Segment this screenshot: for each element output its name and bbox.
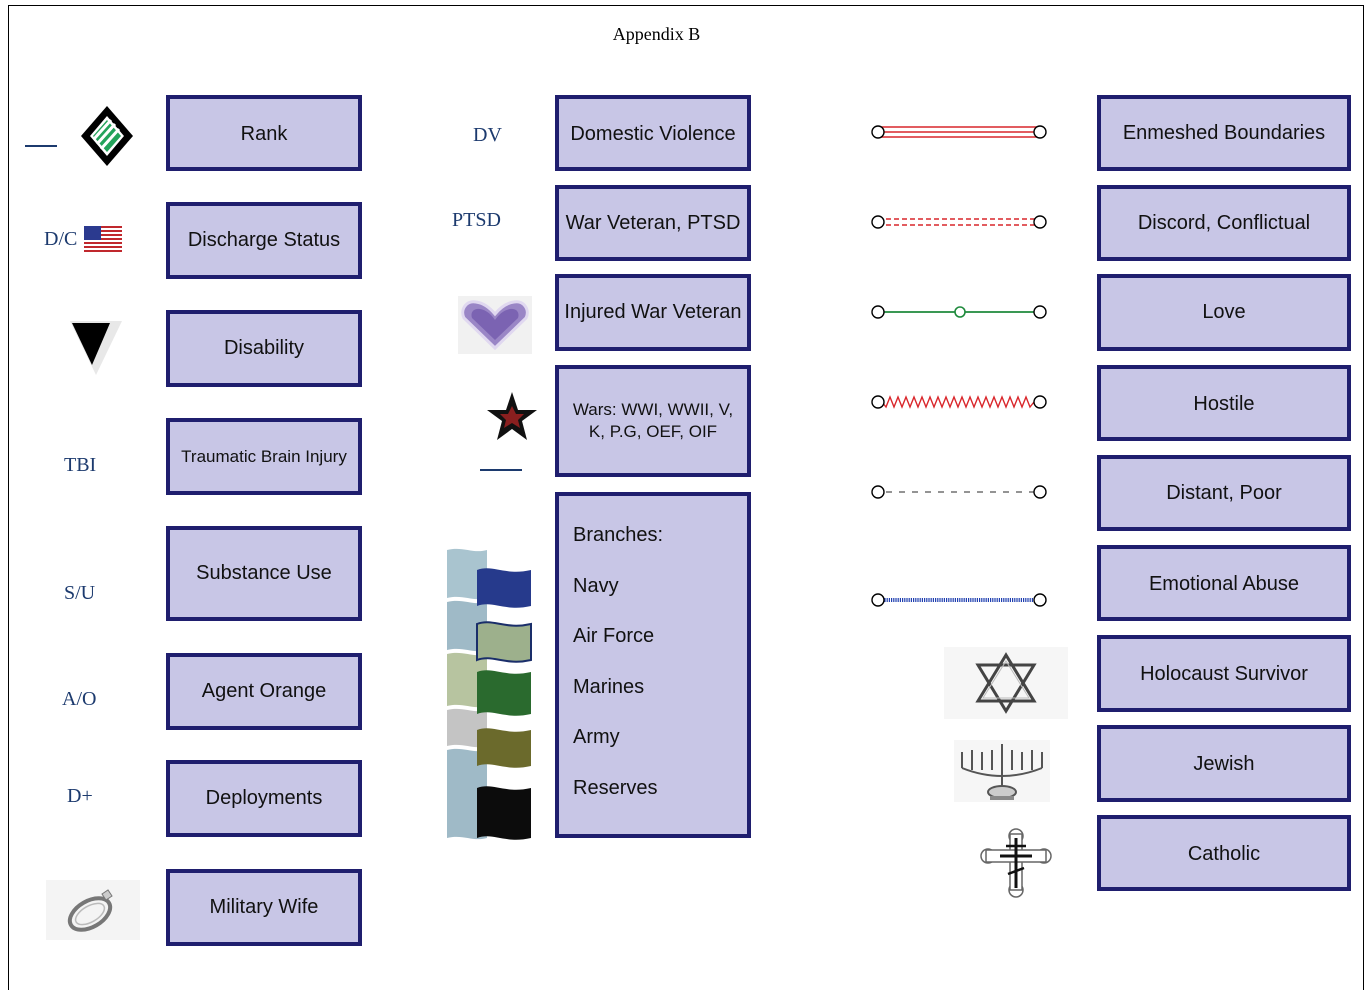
legend-box-military-wife: Military Wife <box>166 869 362 946</box>
abbr-ptsd: PTSD <box>452 209 501 231</box>
legend-box-agent-orange: Agent Orange <box>166 653 362 730</box>
star-of-david-icon <box>944 647 1068 719</box>
branches-heading: Branches: <box>573 524 664 546</box>
blue-coil-line <box>871 593 1047 607</box>
purple-heart-icon <box>458 296 532 354</box>
legend-box-distant-poor: Distant, Poor <box>1097 455 1351 531</box>
legend-box-war-veteran-ptsd: War Veteran, PTSD <box>555 185 751 261</box>
menorah-icon <box>954 740 1050 802</box>
legend-box-enmeshed-boundaries: Enmeshed Boundaries <box>1097 95 1351 171</box>
green-line-with-node <box>871 305 1047 319</box>
legend-box-deployments: Deployments <box>166 760 362 837</box>
branch-marines: Marines <box>573 675 645 698</box>
legend-box-traumatic-brain-injury: Traumatic Brain Injury <box>166 418 362 495</box>
branch-flags-icon <box>447 548 532 840</box>
legend-box-injured-war-veteran: Injured War Veteran <box>555 274 751 351</box>
legend-box-wars: Wars: WWI, WWII, V, K, P.G, OEF, OIF <box>555 365 751 477</box>
abbr-ao: A/O <box>62 688 97 710</box>
legend-box-substance-use: Substance Use <box>166 526 362 621</box>
legend-box-hostile: Hostile <box>1097 365 1351 441</box>
rank-chevron-diamond-icon <box>81 106 133 166</box>
branch-air-force: Air Force <box>573 625 655 647</box>
branch-reserves: Reserves <box>573 776 658 799</box>
branch-army: Army <box>573 726 620 748</box>
legend-box-branches: Branches: Navy Air Force Marines Army Re… <box>555 492 751 838</box>
disability-triangle-icon <box>70 321 122 375</box>
legend-box-disability: Disability <box>166 310 362 387</box>
war-star-icon <box>487 392 537 440</box>
legend-box-discharge-status: Discharge Status <box>166 202 362 279</box>
branch-navy: Navy <box>573 574 619 597</box>
rank-underline <box>25 145 57 147</box>
page-frame <box>8 5 1364 990</box>
orthodox-cross-icon <box>980 828 1052 898</box>
legend-box-jewish: Jewish <box>1097 725 1351 802</box>
wars-underline <box>480 469 522 471</box>
legend-box-domestic-violence: Domestic Violence <box>555 95 751 171</box>
legend-box-rank: Rank <box>166 95 362 171</box>
legend-box-catholic: Catholic <box>1097 815 1351 891</box>
abbr-d-plus: D+ <box>67 785 93 807</box>
page-title: Appendix B <box>612 24 701 44</box>
legend-box-love: Love <box>1097 274 1351 351</box>
dashed-red-double-line <box>871 215 1047 229</box>
grey-dashed-line <box>871 485 1047 499</box>
abbr-su: S/U <box>64 582 96 604</box>
legend-box-discord-conflictual: Discord, Conflictual <box>1097 185 1351 261</box>
legend-box-emotional-abuse: Emotional Abuse <box>1097 545 1351 621</box>
abbr-tbi: TBI <box>64 454 97 476</box>
us-flag-icon <box>84 226 122 252</box>
abbr-dv: DV <box>473 124 502 146</box>
wedding-ring-icon <box>46 880 140 940</box>
triple-red-line <box>871 125 1047 139</box>
red-zigzag-line <box>871 395 1047 409</box>
legend-box-holocaust-survivor: Holocaust Survivor <box>1097 635 1351 712</box>
abbr-dc: D/C <box>44 228 78 250</box>
